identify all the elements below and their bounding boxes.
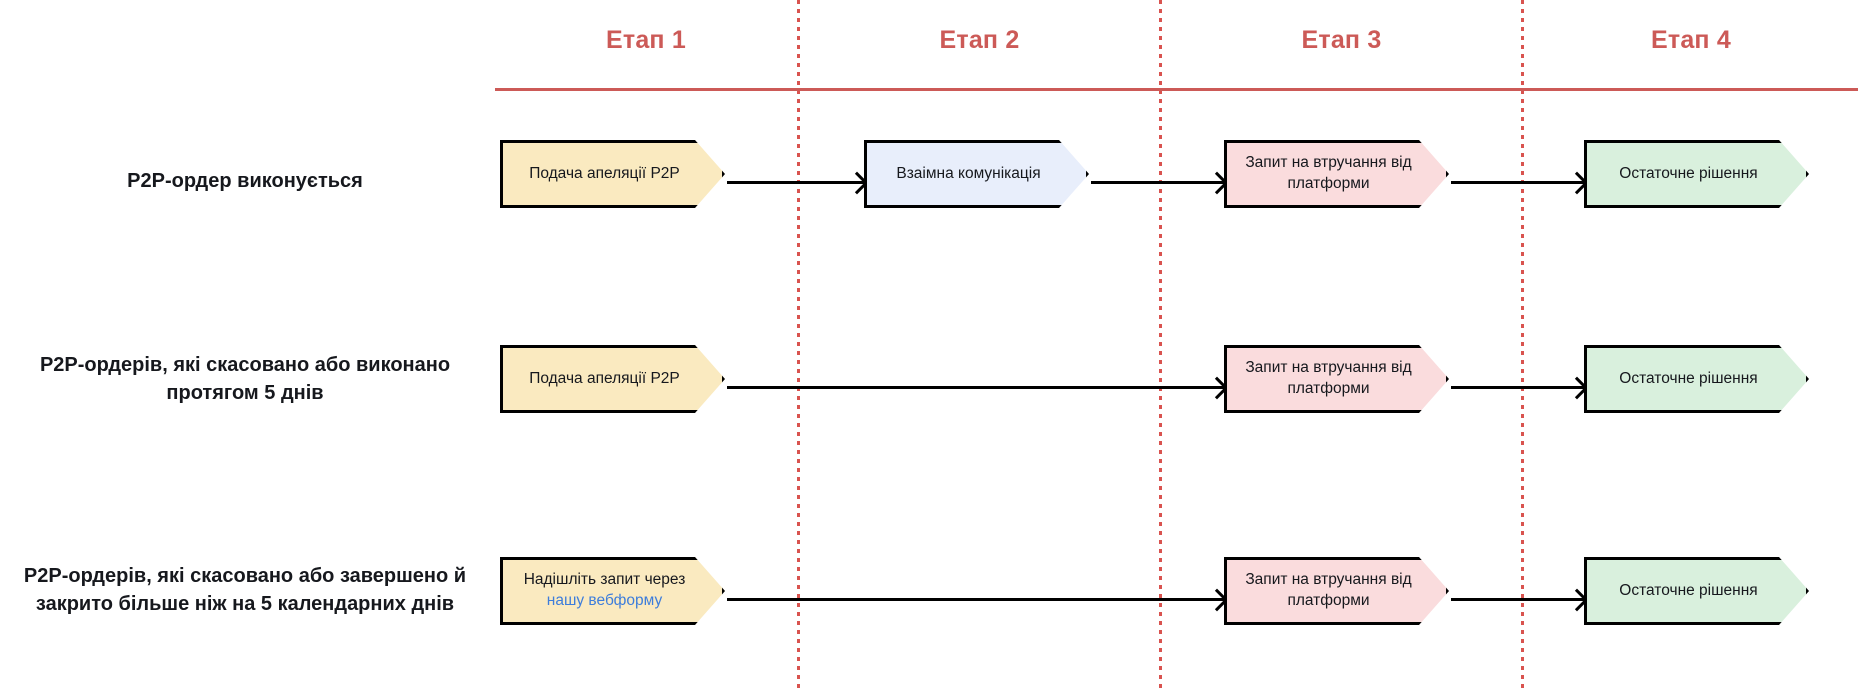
stage-divider-2 — [1159, 0, 1162, 689]
node-row3-stage3[interactable]: Запит на втручання від платформи — [1224, 557, 1449, 625]
node-label: Подача апеляції P2P — [529, 369, 680, 387]
row-label-3: P2P-ордерів, які скасовано або завершено… — [23, 565, 467, 615]
node-row1-stage4[interactable]: Остаточне рішення — [1584, 140, 1809, 208]
stage-header-3: Етап 3 — [1301, 26, 1382, 54]
node-row3-stage1[interactable]: Надішліть запит через нашу вебформу — [500, 557, 725, 625]
stage-header-rule — [495, 88, 1858, 91]
stage-header-4: Етап 4 — [1651, 26, 1731, 54]
node-row3-stage4[interactable]: Остаточне рішення — [1584, 557, 1809, 625]
connector-row3-3to4 — [1451, 598, 1584, 601]
stage-header-1: Етап 1 — [606, 26, 686, 54]
node-label: Надішліть запит через — [523, 571, 686, 589]
connector-row1-2to3 — [1091, 181, 1224, 184]
node-label: Остаточне рішення — [1619, 581, 1758, 599]
node-label: Запит на втручання від платформи — [1245, 571, 1412, 609]
node-label: Запит на втручання від платформи — [1245, 154, 1412, 192]
row-label-2: P2P-ордерів, які скасовано або виконано … — [39, 354, 451, 404]
stage-divider-3 — [1521, 0, 1524, 689]
connector-row2-3to4 — [1451, 386, 1584, 389]
node-row1-stage2[interactable]: Взаімна комунікація — [864, 140, 1089, 208]
node-label: Запит на втручання від платформи — [1245, 359, 1412, 397]
node-label: Остаточне рішення — [1619, 164, 1758, 182]
node-row1-stage3[interactable]: Запит на втручання від платформи — [1224, 140, 1449, 208]
connector-row1-3to4 — [1451, 181, 1584, 184]
node-label: Подача апеляції P2P — [529, 164, 680, 182]
connector-row1-1to2 — [727, 181, 864, 184]
stage-divider-1 — [797, 0, 800, 689]
node-row2-stage1[interactable]: Подача апеляції P2P — [500, 345, 725, 413]
node-row2-stage3[interactable]: Запит на втручання від платформи — [1224, 345, 1449, 413]
stage-header-2: Етап 2 — [939, 26, 1020, 54]
node-row2-stage4[interactable]: Остаточне рішення — [1584, 345, 1809, 413]
connector-row3-1to3 — [727, 598, 1224, 601]
node-row1-stage1[interactable]: Подача апеляції P2P — [500, 140, 725, 208]
node-label: Остаточне рішення — [1619, 369, 1758, 387]
node-label: Взаімна комунікація — [896, 164, 1041, 182]
node-label-wrapper: Надішліть запит через нашу вебформу — [524, 570, 686, 612]
row-label-1: P2P-ордер виконується — [127, 170, 363, 192]
webform-link[interactable]: нашу вебформу — [546, 592, 663, 609]
connector-row2-1to3 — [727, 386, 1224, 389]
